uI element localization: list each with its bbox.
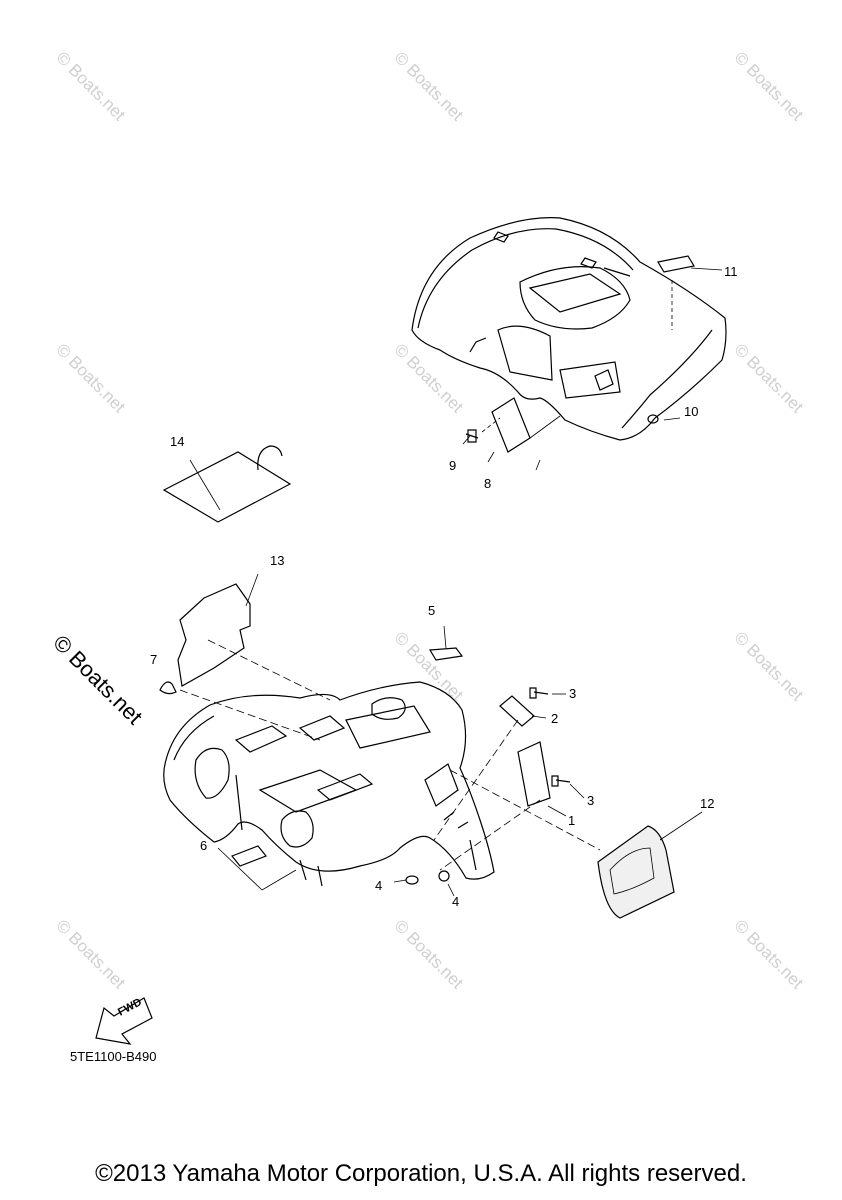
callout-9: 9 (449, 458, 457, 473)
callout-6: 6 (200, 838, 208, 853)
callout-3: 3 (587, 793, 595, 808)
grommet-10 (647, 414, 659, 424)
callout-8: 8 (484, 476, 492, 491)
plate-1 (517, 741, 551, 807)
callout-12: 12 (700, 796, 715, 811)
grommet-4b (438, 870, 450, 882)
label-11 (657, 255, 695, 273)
sheet-13 (177, 583, 251, 687)
label-5 (428, 647, 464, 661)
callout-4: 4 (452, 894, 460, 909)
callout-10: 10 (684, 404, 699, 419)
front-fender (163, 681, 495, 887)
screw-9 (465, 429, 479, 443)
rear-fender (411, 217, 727, 441)
cap-7 (159, 681, 177, 695)
screw-3b (551, 775, 571, 787)
callout-14: 14 (170, 434, 185, 449)
callout-4: 4 (375, 878, 383, 893)
grommet-4a (405, 875, 419, 885)
callout-1: 1 (568, 813, 576, 828)
plate-8 (491, 397, 531, 453)
callout-11: 11 (724, 264, 738, 279)
fwd-arrow (95, 997, 153, 1045)
manual-14 (162, 445, 292, 523)
callout-5: 5 (428, 603, 436, 618)
diagram-code: 5TE1100-B490 (70, 1049, 157, 1064)
copyright-notice: ©2013 Yamaha Motor Corporation, U.S.A. A… (95, 1160, 747, 1187)
mud-flap-12 (597, 825, 675, 919)
screw-3a (529, 687, 549, 699)
callout-13: 13 (270, 553, 285, 568)
callout-7: 7 (150, 652, 158, 667)
label-6 (231, 845, 267, 867)
callout-2: 2 (551, 711, 559, 726)
callout-3: 3 (569, 686, 577, 701)
